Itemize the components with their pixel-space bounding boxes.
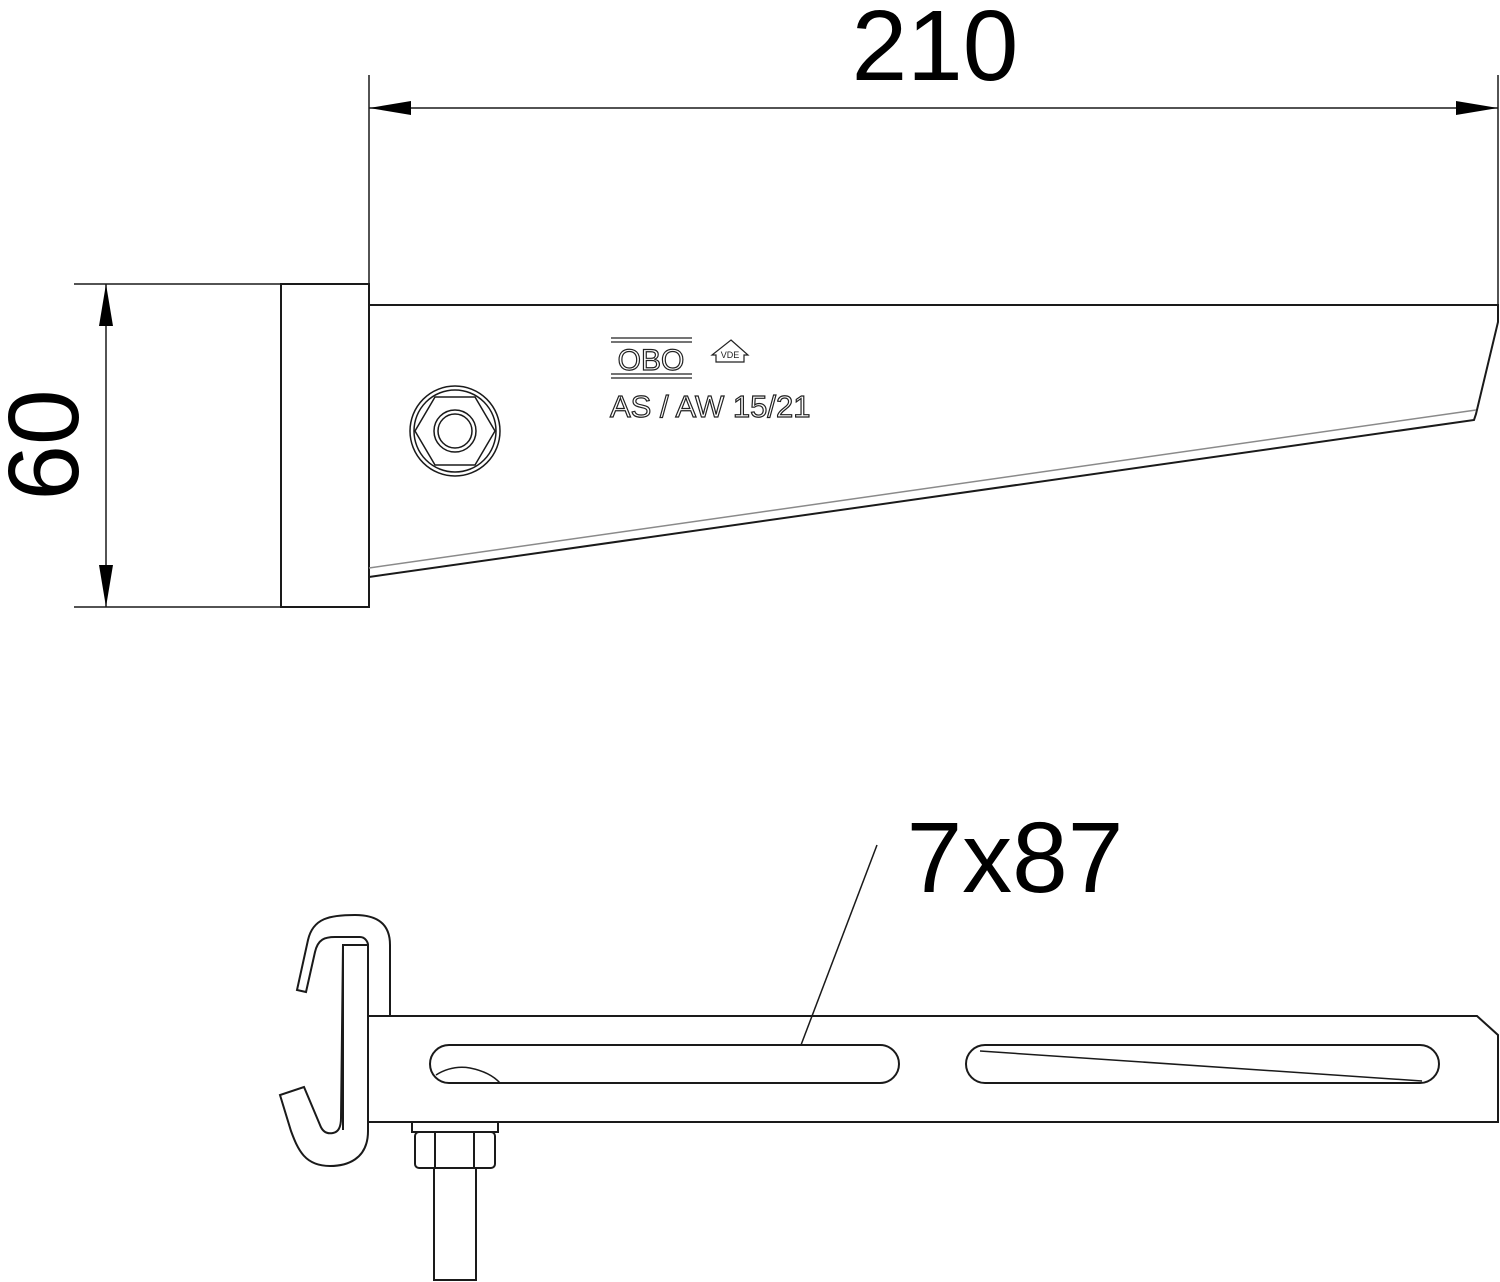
arrowhead-top-icon [99, 284, 113, 326]
obo-logo-text: OBO [618, 344, 685, 377]
tapered-arm [368, 304, 1499, 578]
wall-plate [280, 283, 370, 608]
arrowhead-bottom-icon [99, 565, 113, 607]
top-view: 7x87 [278, 802, 1499, 1281]
mounting-rail [369, 1015, 1499, 1123]
slot-left [429, 1044, 900, 1084]
vde-mark-text: VDE [721, 350, 740, 360]
arrowhead-right-icon [1456, 101, 1498, 115]
dimension-height: 60 [0, 283, 369, 608]
dimension-height-value: 60 [0, 389, 100, 500]
vde-mark-icon: VDE [710, 339, 750, 363]
nut-bolt-icon [411, 1121, 499, 1281]
obo-logo-icon: OBO [611, 337, 692, 379]
slot-right [965, 1044, 1440, 1084]
dimension-length-value: 210 [852, 0, 1019, 102]
bolt-head-icon [409, 385, 501, 477]
leader-line [800, 844, 878, 1046]
side-view: 210 60 OBO [0, 0, 1499, 608]
arrowhead-left-icon [369, 101, 411, 115]
hook-clip-icon [278, 913, 391, 1168]
product-marking-text: AS / AW 15/21 [610, 389, 810, 424]
dimension-slot-value: 7x87 [907, 802, 1124, 914]
arm-flange-edge [368, 409, 1477, 569]
dimension-length: 210 [368, 0, 1499, 320]
